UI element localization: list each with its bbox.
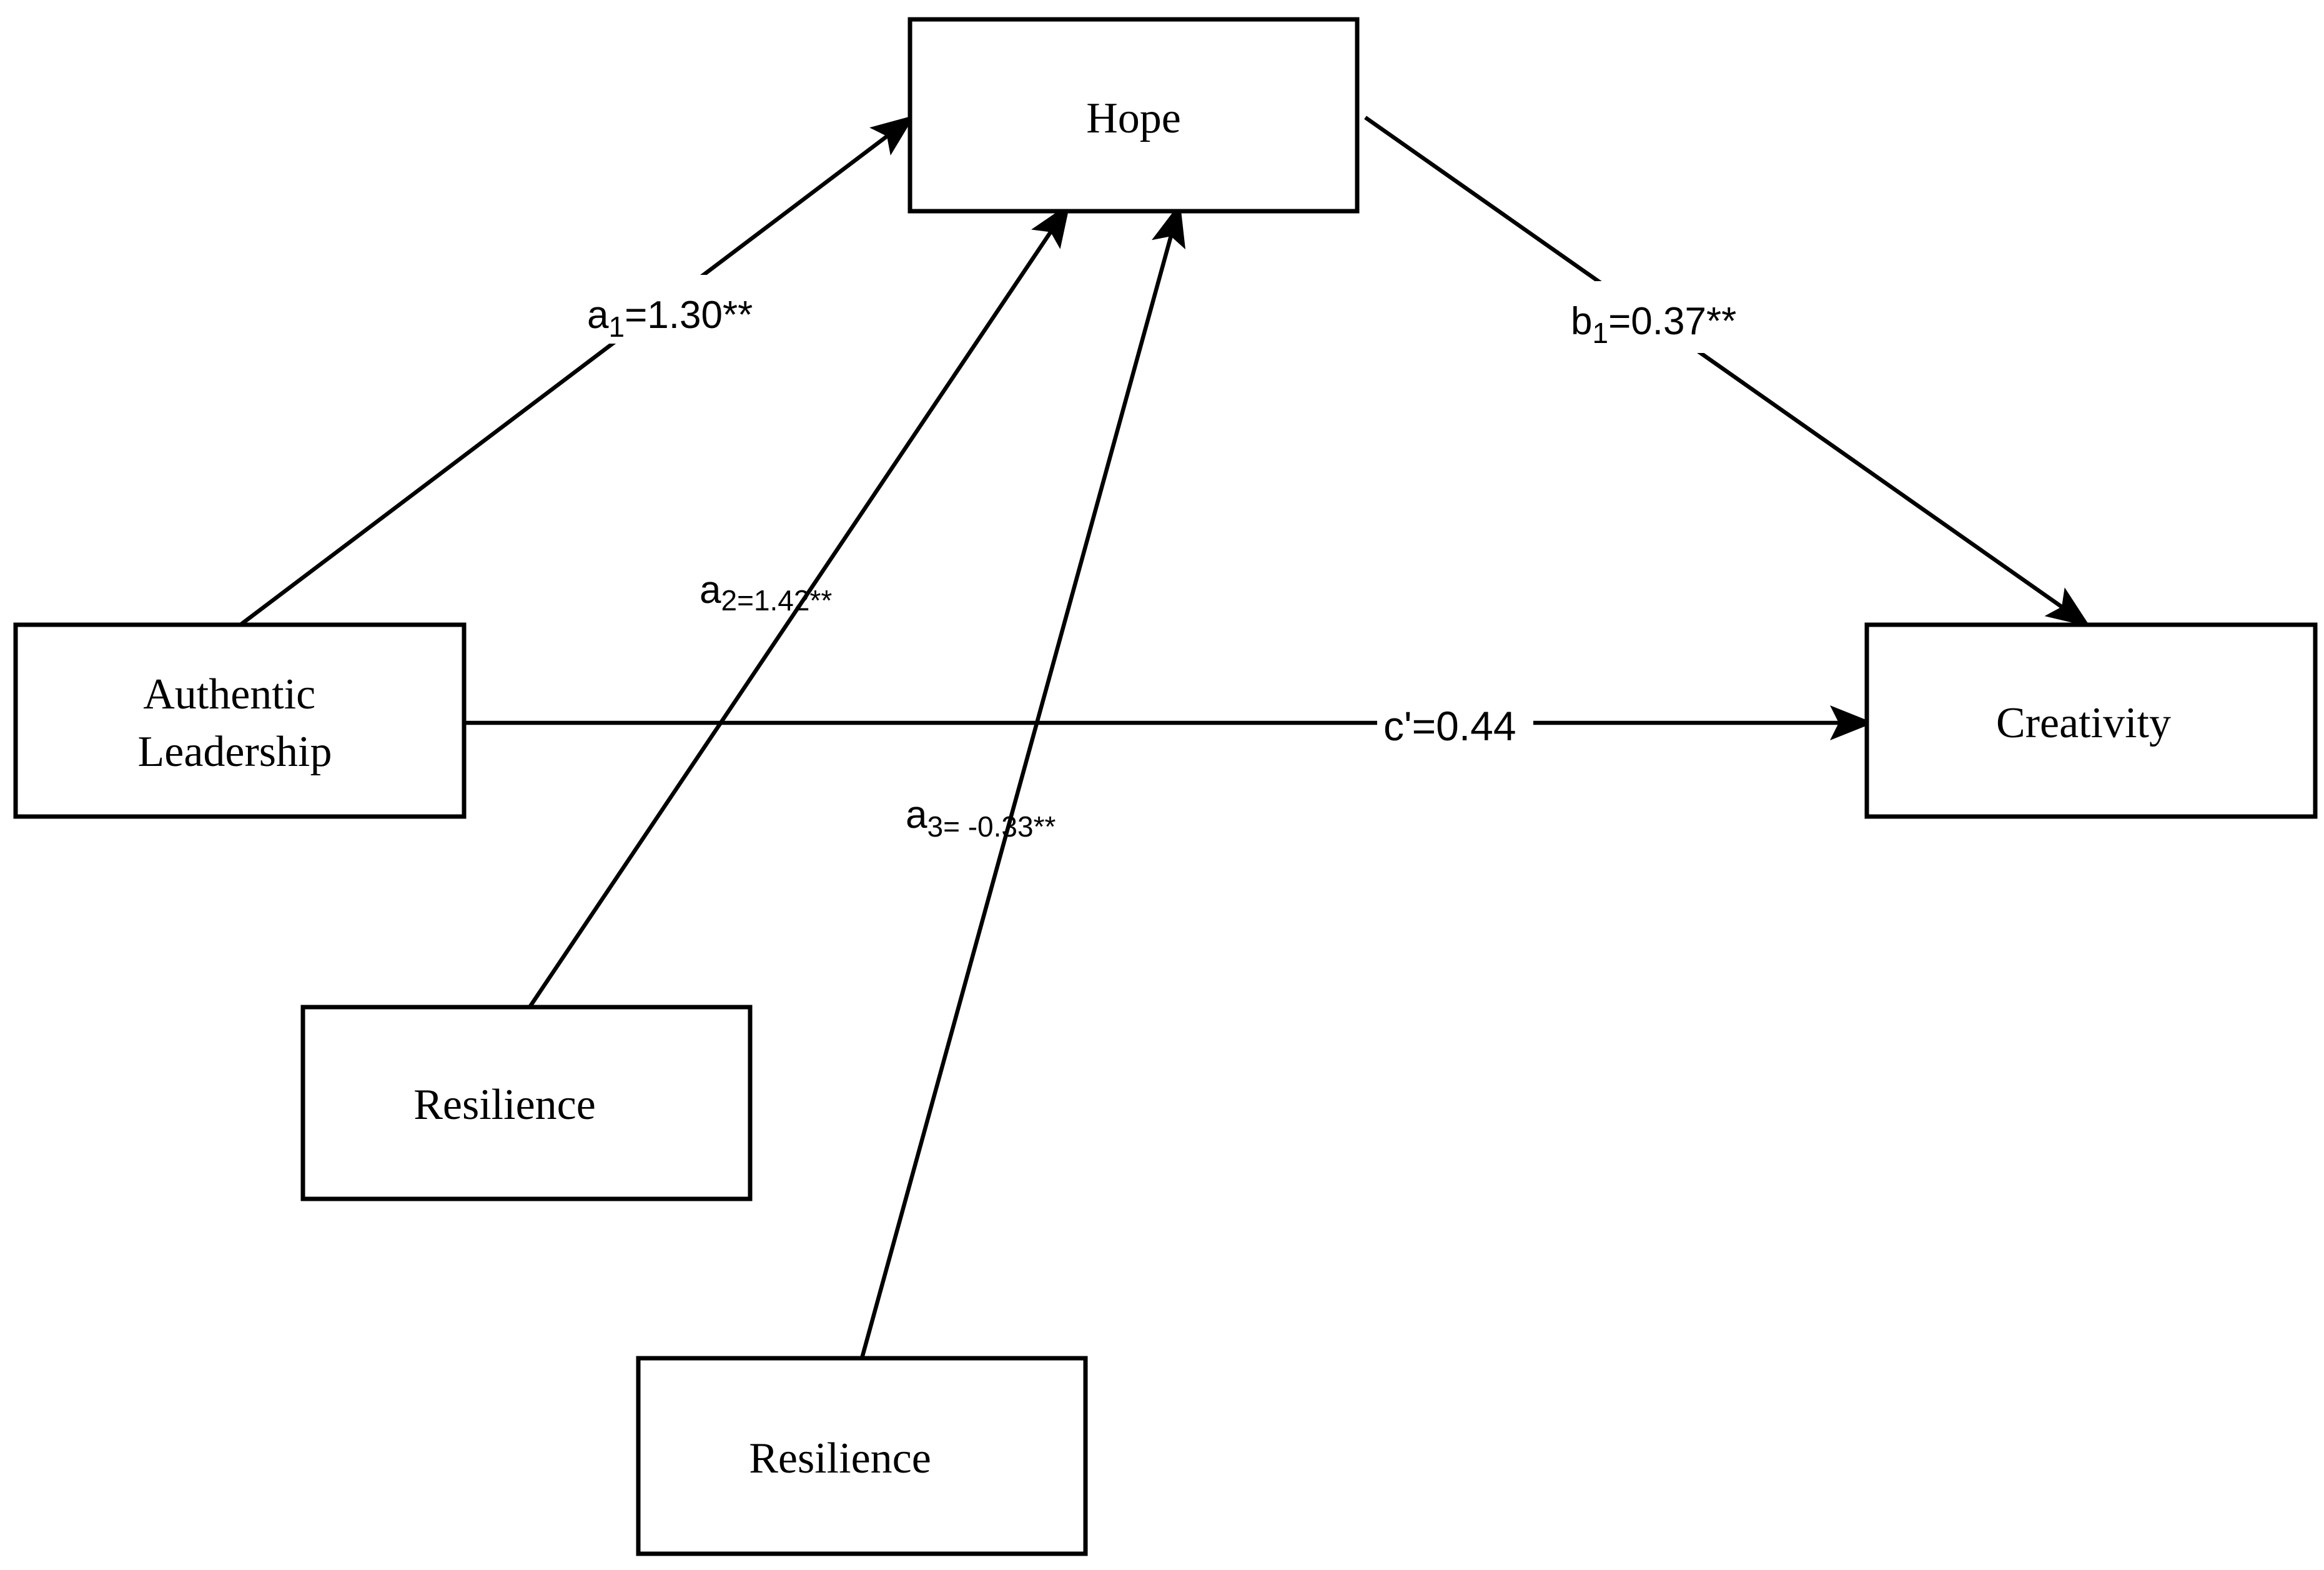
edge-a2-arrow: [528, 203, 1071, 1008]
node-creativity: Creativity: [1864, 622, 2318, 819]
resilience-2-label: Resilience: [749, 1434, 931, 1483]
svg-text:Authentic Leadership: Authentic Leadership: [138, 670, 332, 776]
edge-a3-arrow: [859, 202, 1185, 1359]
edge-a3-label: a3= -0.33**: [906, 793, 1056, 843]
resilience-1-label: Resilience: [413, 1081, 596, 1129]
node-hope: Hope: [907, 17, 1360, 214]
edge-b1-arrow: [1364, 116, 2090, 627]
hope-label: Hope: [1086, 94, 1181, 142]
edge-a1-label: a1=1.30**: [587, 294, 753, 343]
b1-label-bg: [1561, 281, 1786, 353]
node-resilience-1: Resilience: [300, 1005, 753, 1201]
edge-a2-label: a2=1.42**: [700, 569, 832, 617]
node-authentic-leadership: Authentic Leadership: [13, 622, 467, 819]
c-prime-label-bg: [1377, 700, 1533, 753]
creativity-label: Creativity: [1996, 699, 2171, 747]
edge-c-prime-label: c'=0.44: [1383, 703, 1516, 749]
authentic-leadership-label-line1: Authentic: [143, 670, 315, 718]
edge-b1-label: b1=0.37**: [1571, 300, 1736, 349]
authentic-leadership-label-line2: Leadership: [138, 728, 332, 776]
edge-a1-arrow: [239, 115, 915, 627]
node-resilience-2: Resilience: [636, 1356, 1088, 1556]
a1-label-bg: [575, 275, 806, 344]
